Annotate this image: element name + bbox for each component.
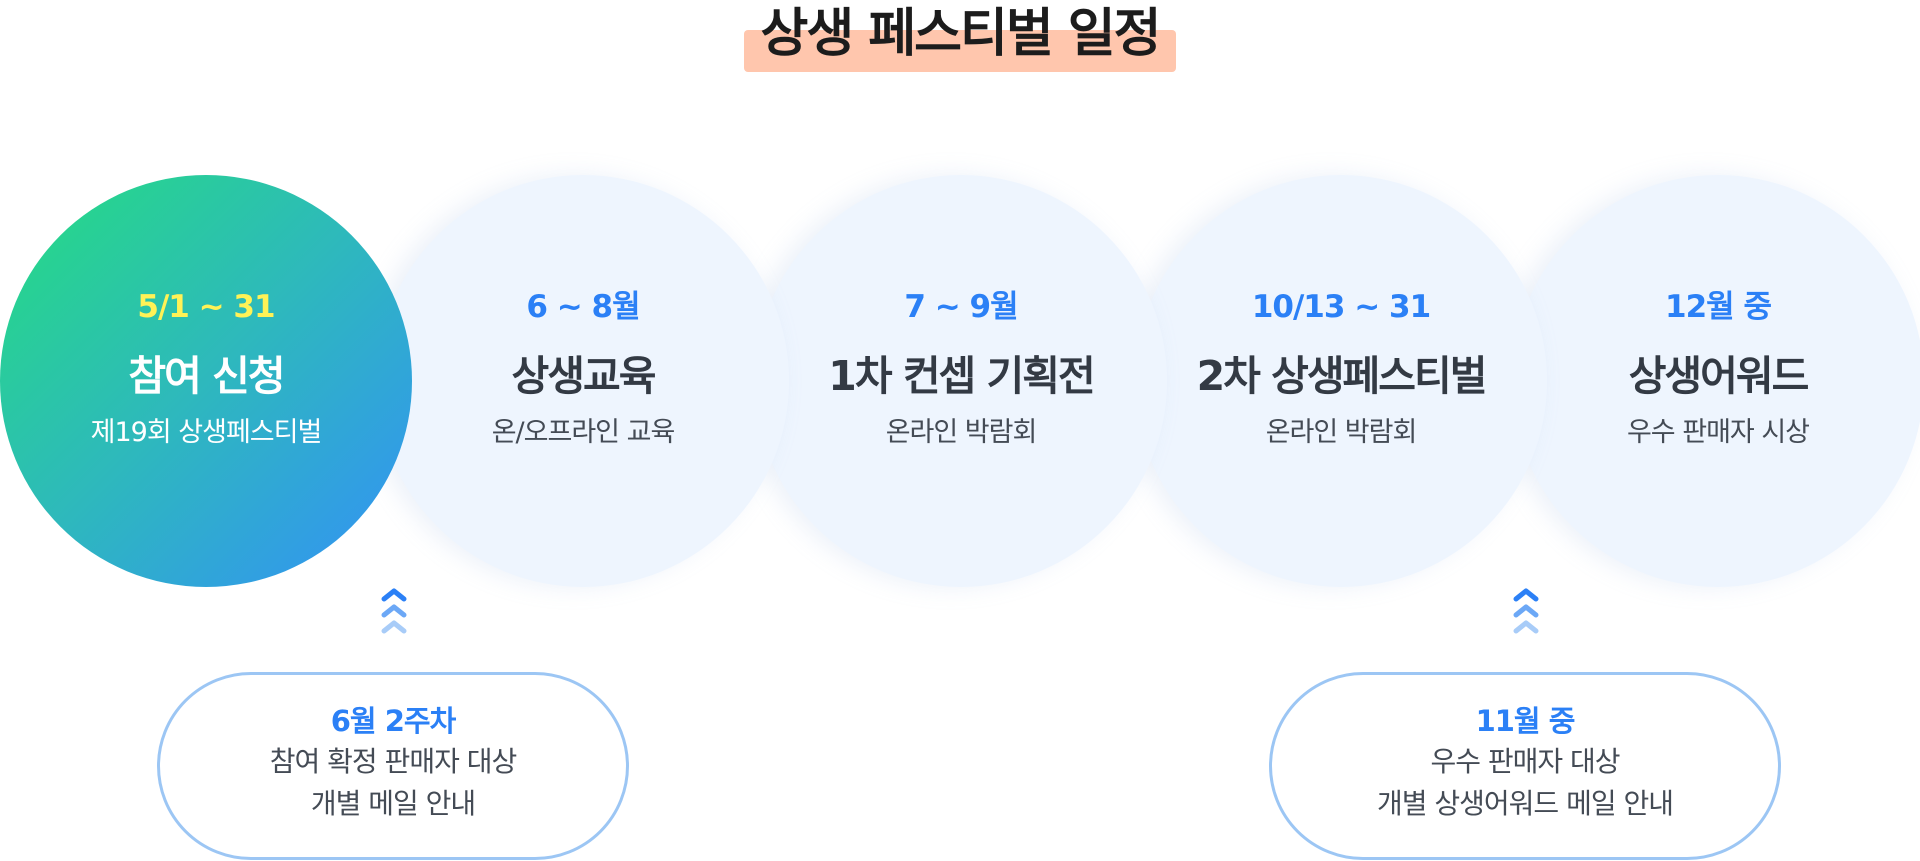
note-pill-1: 6월 2주차 참여 확정 판매자 대상 개별 메일 안내 — [157, 672, 629, 860]
step-circle-5: 12월 중 상생어워드 우수 판매자 시상 — [1512, 175, 1920, 587]
note-line: 참여 확정 판매자 대상 — [269, 745, 518, 778]
step-subtitle: 온라인 박람회 — [1265, 417, 1418, 448]
step-circle-1: 5/1 ~ 31 참여 신청 제19회 상생페스티벌 — [0, 175, 412, 587]
step-date: 5/1 ~ 31 — [137, 289, 275, 325]
step-title: 참여 신청 — [128, 352, 285, 400]
step-circle-2: 6 ~ 8월 상생교육 온/오프라인 교육 — [377, 175, 789, 587]
note-line: 개별 메일 안내 — [310, 787, 476, 820]
note-date: 6월 2주차 — [330, 704, 457, 738]
step-title: 2차 상생페스티벌 — [1196, 352, 1488, 400]
note-pill-2: 11월 중 우수 판매자 대상 개별 상생어워드 메일 안내 — [1269, 672, 1781, 860]
step-title: 1차 컨셉 기획전 — [828, 352, 1095, 400]
step-title: 상생어워드 — [1628, 352, 1810, 400]
step-circle-3: 7 ~ 9월 1차 컨셉 기획전 온라인 박람회 — [755, 175, 1167, 587]
note-line: 우수 판매자 대상 — [1430, 745, 1620, 778]
chevron-up-triple-icon — [381, 588, 407, 634]
step-circle-4: 10/13 ~ 31 2차 상생페스티벌 온라인 박람회 — [1135, 175, 1547, 587]
step-subtitle: 온/오프라인 교육 — [491, 417, 676, 448]
step-date: 12월 중 — [1665, 289, 1772, 325]
step-title: 상생교육 — [511, 352, 657, 400]
step-date: 10/13 ~ 31 — [1251, 289, 1431, 325]
section-header: 상생 페스티벌 일정 — [0, 0, 1920, 76]
step-subtitle: 제19회 상생페스티벌 — [90, 417, 323, 448]
title-highlight — [744, 30, 1176, 72]
step-subtitle: 우수 판매자 시상 — [1626, 417, 1810, 448]
chevron-up-triple-icon — [1513, 588, 1539, 634]
note-date: 11월 중 — [1475, 704, 1576, 738]
step-date: 6 ~ 8월 — [526, 289, 640, 325]
step-subtitle: 온라인 박람회 — [885, 417, 1038, 448]
step-date: 7 ~ 9월 — [904, 289, 1018, 325]
page-title: 상생 페스티벌 일정 — [760, 4, 1162, 64]
note-line: 개별 상생어워드 메일 안내 — [1376, 787, 1674, 820]
